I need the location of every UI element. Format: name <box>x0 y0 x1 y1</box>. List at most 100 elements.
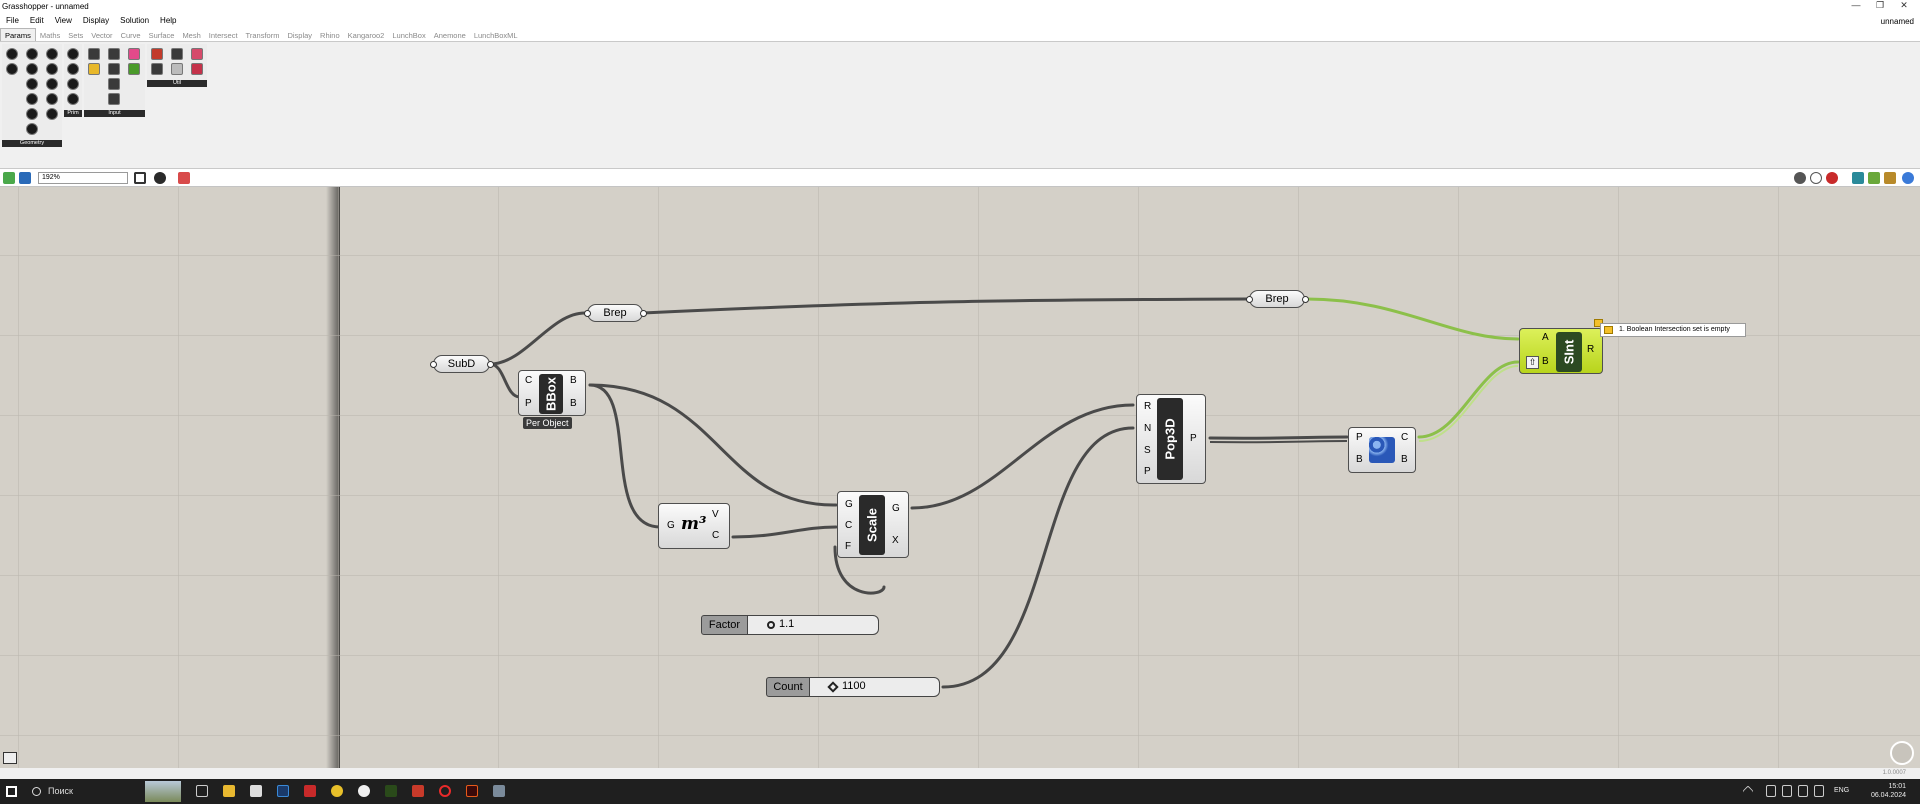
tab-lunchboxml[interactable]: LunchBoxML <box>473 31 518 40</box>
graph-mapper-icon[interactable] <box>128 63 140 75</box>
input-grip[interactable] <box>584 310 591 317</box>
brep-param-1[interactable]: Brep <box>587 304 643 322</box>
menu-solution[interactable]: Solution <box>120 16 150 25</box>
preview-mode-icon[interactable] <box>1794 172 1806 184</box>
maximize-button[interactable]: ❐ <box>1875 0 1885 10</box>
windows-start-icon[interactable] <box>6 786 17 797</box>
curve-param-icon[interactable] <box>26 78 38 90</box>
bake-icon[interactable] <box>1868 172 1880 184</box>
ribbon-group-label[interactable]: Geometry <box>2 140 62 147</box>
box-param-icon[interactable] <box>46 78 58 90</box>
app-red-icon[interactable] <box>304 785 316 797</box>
solver-icon[interactable] <box>1884 172 1896 184</box>
opera-icon[interactable] <box>439 785 451 797</box>
chevron-up-icon[interactable] <box>1742 785 1754 797</box>
zoom-input[interactable]: 192% <box>38 172 128 184</box>
point-in-brep-component[interactable]: P B C B <box>1348 427 1416 473</box>
ribbon-group-label[interactable]: Prim <box>64 110 82 117</box>
menu-help[interactable]: Help <box>160 16 177 25</box>
tab-display[interactable]: Display <box>287 31 313 40</box>
photoshop-icon[interactable] <box>277 785 289 797</box>
eye-icon[interactable] <box>154 172 166 184</box>
populate-3d-component[interactable]: R N S P Pop3D P <box>1136 394 1206 484</box>
ribbon-group-label[interactable]: Util <box>147 80 207 87</box>
button-icon[interactable] <box>108 48 120 60</box>
arrow-outline-icon[interactable] <box>171 63 183 75</box>
solid-intersection-component[interactable]: A ⇧ B SInt R <box>1519 328 1603 374</box>
taskbar-search[interactable]: Поиск <box>24 781 182 802</box>
yandex-icon[interactable] <box>358 785 370 797</box>
galapagos-icon[interactable] <box>191 63 203 75</box>
surface-param-icon[interactable] <box>26 93 38 105</box>
explorer-icon[interactable] <box>223 785 235 797</box>
preview-selected-icon[interactable] <box>1826 172 1838 184</box>
integer-param-icon[interactable] <box>67 78 79 90</box>
subd-param-icon[interactable] <box>46 108 58 120</box>
tab-lunchbox[interactable]: LunchBox <box>392 31 426 40</box>
output-grip[interactable] <box>487 361 494 368</box>
panel-toggle-icon[interactable] <box>3 752 17 764</box>
factor-slider[interactable]: Factor 1.1 <box>701 615 881 635</box>
arc-param-icon[interactable] <box>46 63 58 75</box>
output-grip[interactable] <box>640 310 647 317</box>
tab-vector[interactable]: Vector <box>91 31 113 40</box>
factor-slider-grip[interactable] <box>767 621 775 629</box>
tab-sets[interactable]: Sets <box>68 31 84 40</box>
volume-component[interactable]: G m³ V C <box>658 503 730 549</box>
brep-param-icon[interactable] <box>46 93 58 105</box>
brep-param-2[interactable]: Brep <box>1249 290 1305 308</box>
tab-curve[interactable]: Curve <box>120 31 141 40</box>
tab-surface[interactable]: Surface <box>148 31 175 40</box>
panel-icon[interactable] <box>108 78 120 90</box>
boolean-param-icon[interactable] <box>67 48 79 60</box>
zoom-extents-icon[interactable] <box>134 172 146 184</box>
circle-param-icon[interactable] <box>46 48 58 60</box>
illustrator-icon[interactable] <box>466 785 478 797</box>
input-grip[interactable] <box>1246 296 1253 303</box>
document-preview-icon[interactable] <box>1852 172 1864 184</box>
subd-param[interactable]: SubD <box>433 355 490 373</box>
tab-params[interactable]: Params <box>0 28 36 42</box>
boolean-toggle-icon[interactable] <box>88 48 100 60</box>
line-param-icon[interactable] <box>6 63 18 75</box>
field-param-icon[interactable] <box>26 123 38 135</box>
grasshopper-canvas[interactable]: SubD Brep Brep C P BBox B B Per Object G… <box>0 187 1920 768</box>
arrow-right-icon[interactable] <box>171 48 183 60</box>
network-icon[interactable] <box>1798 785 1808 797</box>
language-indicator[interactable]: ENG <box>1834 787 1850 794</box>
task-view-icon[interactable] <box>196 785 208 797</box>
tab-transform[interactable]: Transform <box>245 31 280 40</box>
count-slider[interactable]: Count 1100 <box>766 677 942 697</box>
tab-mesh[interactable]: Mesh <box>182 31 201 40</box>
open-file-icon[interactable] <box>3 172 15 184</box>
count-slider-track[interactable] <box>810 677 940 697</box>
data-dam-icon[interactable] <box>151 63 163 75</box>
no-preview-icon[interactable] <box>1810 172 1822 184</box>
slider-icon[interactable] <box>88 63 100 75</box>
store-icon[interactable] <box>250 785 262 797</box>
volume-icon[interactable] <box>1814 785 1824 797</box>
save-file-icon[interactable] <box>19 172 31 184</box>
vector-param-icon[interactable] <box>26 48 38 60</box>
bounding-box-component[interactable]: C P BBox B B <box>518 370 586 416</box>
sphere-icon[interactable] <box>1902 172 1914 184</box>
menu-display[interactable]: Display <box>82 16 110 25</box>
scale-component[interactable]: G C F Scale G X <box>837 491 909 558</box>
menu-view[interactable]: View <box>54 16 72 25</box>
gradient-icon[interactable] <box>128 48 140 60</box>
ribbon-group-label[interactable]: Input <box>84 110 145 117</box>
knob-icon[interactable] <box>108 63 120 75</box>
navigation-compass-icon[interactable] <box>1890 741 1914 765</box>
number-param-icon[interactable] <box>67 63 79 75</box>
taskbar-clock[interactable]: 15:01 06.04.2024 <box>1871 782 1906 800</box>
input-grip[interactable] <box>430 361 437 368</box>
value-list-icon[interactable] <box>108 93 120 105</box>
tab-anemone[interactable]: Anemone <box>433 31 466 40</box>
plane-param-icon[interactable] <box>26 63 38 75</box>
chrome-icon[interactable] <box>331 785 343 797</box>
cluster-icon[interactable] <box>151 48 163 60</box>
output-grip[interactable] <box>1302 296 1309 303</box>
app-green-icon[interactable] <box>385 785 397 797</box>
app-orange-icon[interactable] <box>412 785 424 797</box>
tray-app-icon-2[interactable] <box>1782 785 1792 797</box>
